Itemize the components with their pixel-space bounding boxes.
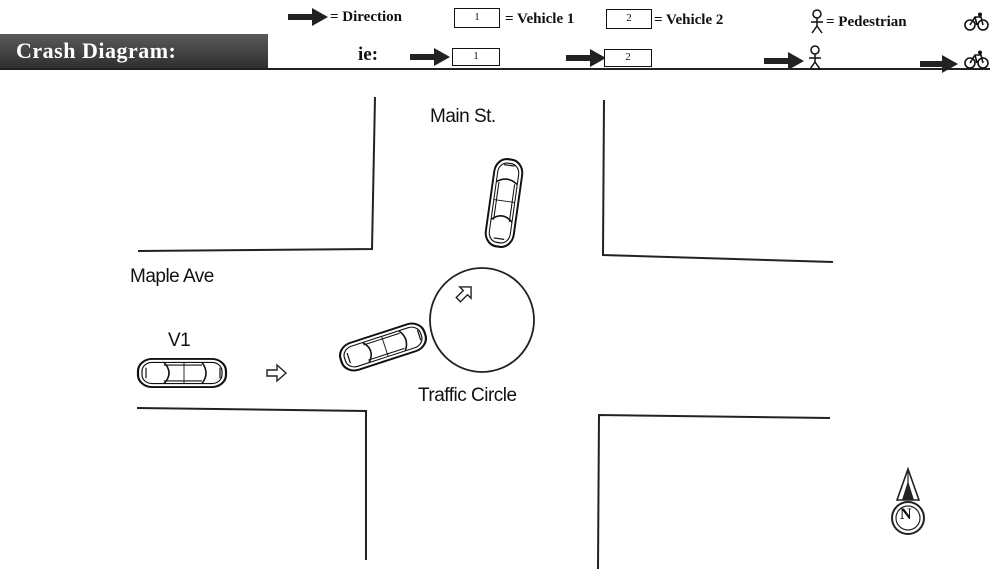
example-vehicle2-box: 2 (604, 49, 652, 67)
header-rule-left (0, 68, 268, 70)
example-vehicle1-box: 1 (452, 48, 500, 66)
direction-arrow-icon (566, 49, 606, 67)
direction-legend-label: = Direction (330, 9, 403, 25)
road-curbs (136, 96, 834, 569)
pedestrian-legend-label: = Pedestrian (826, 14, 907, 30)
direction-arrow-icon (410, 48, 450, 66)
vehicle2-legend-box: 2 (606, 9, 652, 29)
circle-direction-arrow-icon (455, 286, 472, 303)
curb-northeast (601, 99, 834, 263)
compass-n-label: N (900, 506, 912, 523)
bicycle-icon (964, 12, 989, 31)
main-st-label: Main St. (430, 106, 496, 127)
curb-southwest (136, 407, 367, 560)
v1-label: V1 (168, 330, 191, 351)
direction-arrow-icon (920, 55, 958, 73)
maple-ave-label: Maple Ave (130, 266, 214, 287)
traffic-circle (429, 267, 535, 373)
vehicle2-legend-label: = Vehicle 2 (654, 12, 724, 28)
vehicle1-legend-label: = Vehicle 1 (505, 11, 575, 27)
curb-northwest (137, 96, 376, 252)
curb-southeast (597, 413, 831, 569)
pedestrian-icon (809, 45, 821, 70)
v1-direction-arrow-icon (266, 363, 288, 383)
example-prefix: ie: (358, 44, 379, 65)
north-arrow-icon (891, 466, 925, 535)
pedestrian-icon (811, 9, 823, 34)
header-rule (268, 68, 990, 70)
vehicle1-legend-box: 1 (454, 8, 500, 28)
direction-arrow-icon (288, 8, 328, 26)
car-icon-v1 (136, 357, 228, 389)
bicycle-icon (964, 50, 989, 69)
car-icon-north (482, 156, 526, 250)
car-icon-entering-circle (335, 318, 431, 376)
traffic-circle-label: Traffic Circle (418, 385, 517, 406)
crash-diagram-title: Crash Diagram: (0, 34, 268, 68)
direction-arrow-icon (764, 52, 804, 70)
